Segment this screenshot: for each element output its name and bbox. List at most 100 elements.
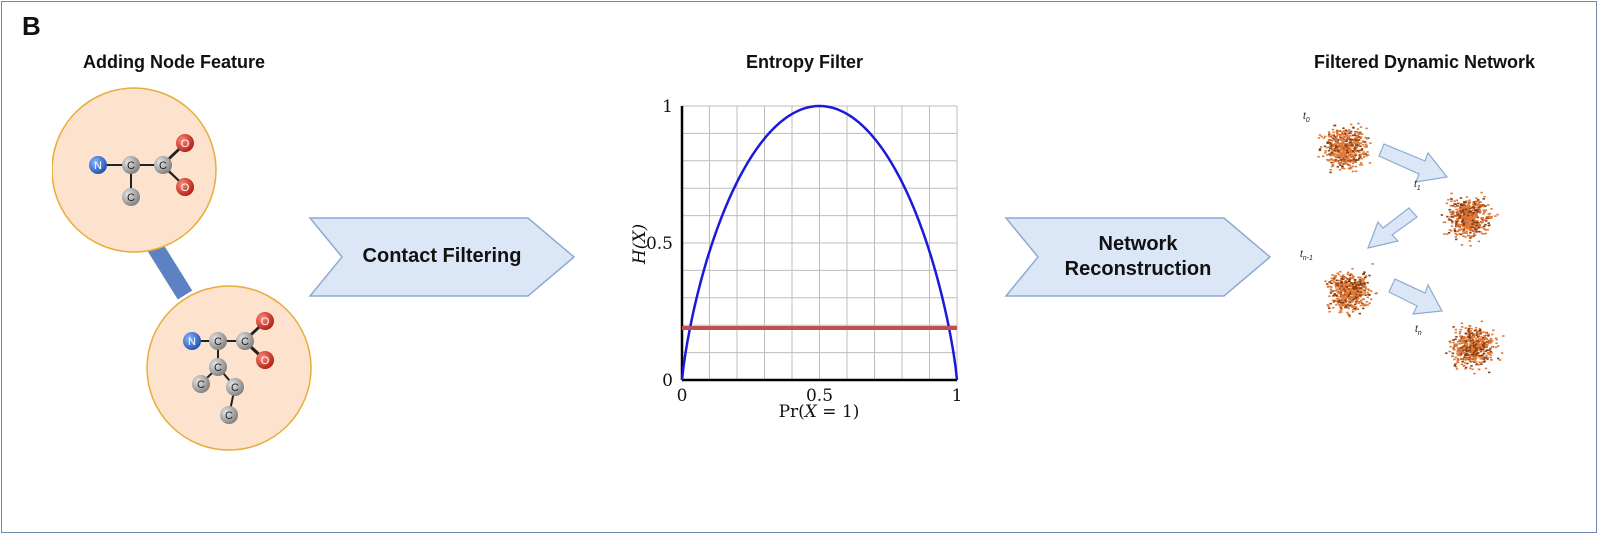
network-node (1344, 131, 1348, 133)
network-node (1474, 221, 1478, 224)
network-node (1472, 226, 1475, 229)
network-node (1488, 353, 1491, 355)
network-node (1351, 298, 1355, 301)
network-node (1336, 272, 1339, 275)
network-node (1475, 229, 1478, 231)
network-node (1360, 278, 1364, 280)
network-node (1458, 207, 1461, 210)
network-node (1340, 308, 1344, 311)
network-node (1466, 329, 1470, 332)
network-node (1348, 132, 1351, 134)
network-node (1465, 353, 1468, 355)
network-node (1474, 339, 1477, 342)
contact-filtering-arrow (308, 217, 576, 297)
network-reconstruction-line2: Reconstruction (1064, 258, 1212, 280)
network-node (1466, 226, 1469, 229)
network-node (1336, 302, 1340, 304)
network-node (1474, 215, 1478, 218)
network-node (1349, 277, 1352, 279)
network-node (1352, 277, 1355, 279)
network-node (1334, 137, 1337, 140)
node-feature-graph: N C C C O O N (52, 87, 312, 451)
network-node (1338, 130, 1341, 132)
network-node (1351, 292, 1354, 294)
network-node (1461, 204, 1464, 207)
atom-label: C (225, 410, 233, 422)
network-node (1363, 283, 1366, 285)
network-node (1333, 293, 1336, 295)
network-node (1331, 299, 1335, 302)
network-node (1445, 233, 1449, 235)
network-node (1334, 289, 1337, 292)
network-node (1460, 207, 1463, 210)
network-node (1453, 358, 1456, 361)
network-node (1356, 308, 1359, 310)
network-node (1335, 148, 1338, 151)
network-node (1361, 133, 1364, 135)
network-node (1478, 212, 1482, 214)
atom-label: C (231, 382, 239, 394)
network-node (1485, 334, 1488, 337)
network-node (1362, 307, 1365, 310)
network-node (1482, 209, 1485, 211)
network-node (1490, 352, 1493, 354)
network-node (1354, 134, 1357, 137)
network-node (1483, 196, 1486, 198)
network-node (1333, 281, 1336, 283)
network-node (1354, 309, 1357, 311)
network-node (1363, 271, 1366, 273)
network-node (1440, 214, 1444, 216)
network-node (1330, 142, 1333, 144)
network-node (1339, 135, 1342, 138)
network-node (1329, 288, 1333, 291)
network-node (1348, 131, 1352, 133)
network-node (1340, 285, 1343, 288)
network-node (1349, 293, 1352, 296)
network-node (1459, 206, 1462, 208)
network-node (1350, 287, 1353, 290)
network-node (1341, 305, 1344, 307)
network-node (1350, 142, 1354, 144)
network-node (1468, 210, 1471, 213)
network-node (1455, 208, 1458, 211)
network-node (1345, 158, 1348, 161)
network-node (1353, 132, 1357, 135)
atom-label: O (181, 182, 190, 194)
network-node (1367, 293, 1370, 296)
network-node (1344, 155, 1347, 158)
atom-label: C (127, 160, 135, 172)
network-node (1368, 302, 1371, 305)
network-node (1344, 155, 1347, 157)
network-node (1470, 220, 1473, 222)
network-node (1336, 145, 1339, 148)
network-node (1354, 165, 1358, 168)
network-node (1352, 160, 1356, 162)
network-node (1353, 282, 1357, 285)
network-node (1352, 156, 1355, 159)
network-node (1496, 213, 1499, 216)
network-node (1465, 225, 1468, 227)
network-node (1464, 225, 1467, 228)
network-node (1482, 198, 1485, 200)
network-node (1456, 205, 1459, 207)
atom-label: C (214, 362, 222, 374)
network-node (1456, 361, 1459, 364)
network-node (1465, 357, 1468, 359)
network-node (1355, 159, 1358, 161)
network-node (1480, 191, 1483, 194)
network-node (1486, 216, 1489, 218)
network-node (1343, 282, 1346, 284)
network-node (1475, 197, 1478, 199)
network-node (1348, 274, 1352, 277)
network-node (1336, 166, 1339, 168)
network-node (1465, 345, 1468, 347)
network-node (1339, 293, 1342, 295)
network-node (1465, 218, 1468, 221)
network-node (1341, 276, 1344, 278)
network-node (1335, 129, 1339, 132)
network-node (1348, 291, 1351, 293)
network-node (1330, 158, 1333, 161)
network-node (1479, 331, 1482, 333)
network-node (1333, 149, 1337, 152)
network-node (1330, 286, 1333, 288)
